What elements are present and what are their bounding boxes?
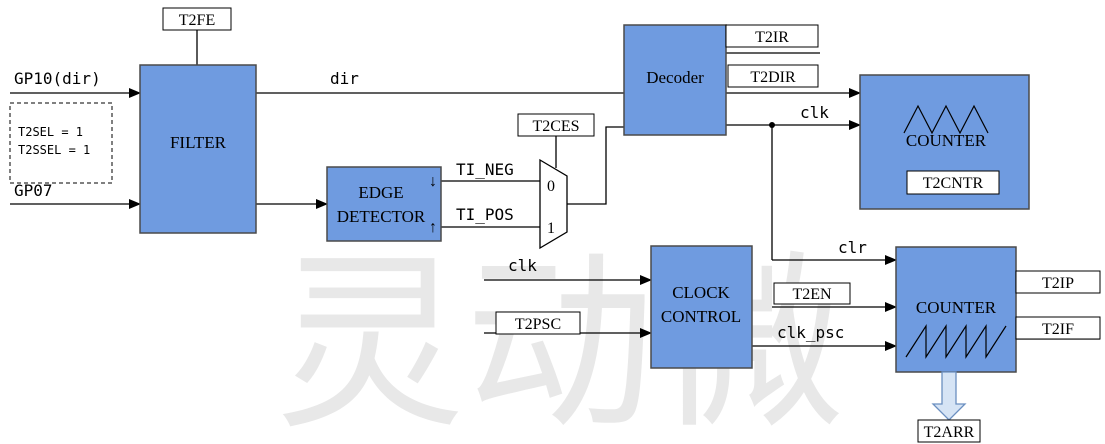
junction-dot	[769, 122, 775, 128]
sawtooth-wave-icon	[905, 323, 1007, 360]
edge-arrows: ↓ ↑	[429, 173, 437, 236]
signal-labels: GP10(dir) GP07 dir clk TI_NEG TI_POS clk…	[14, 69, 867, 342]
rising-edge-arrow-icon: ↑	[429, 219, 437, 236]
triangle-wave-icon	[903, 104, 989, 135]
t2dir-label: T2DIR	[750, 69, 796, 86]
selection-note-box	[9, 102, 113, 184]
t2en-label: T2EN	[792, 286, 832, 303]
gp07-label: GP07	[14, 181, 53, 200]
counter-bottom-label: COUNTER	[916, 298, 997, 317]
clock-control-block	[650, 245, 753, 369]
note-labels: T2SEL = 1 T2SSEL = 1	[18, 125, 90, 157]
mux-input-0-label: 0	[547, 178, 555, 195]
t2ces-box	[517, 113, 595, 137]
blocks	[139, 24, 1030, 373]
mux-input-1-label: 1	[547, 220, 555, 237]
edge-detector-label-line1: EDGE	[358, 183, 403, 202]
t2dir-box	[727, 64, 819, 88]
dir-label: dir	[330, 69, 359, 88]
t2ip-label: T2IP	[1042, 275, 1074, 292]
t2psc-label: T2PSC	[515, 316, 561, 333]
ti-neg-label: TI_NEG	[456, 160, 514, 179]
decoder-label: Decoder	[646, 68, 704, 87]
block-labels: FILTER Decoder EDGE DETECTOR COUNTER CLO…	[170, 68, 997, 326]
note-line-1: T2SEL = 1	[18, 125, 83, 139]
edge-detector-block	[326, 166, 442, 242]
falling-edge-arrow-icon: ↓	[429, 173, 437, 190]
t2cntr-label: T2CNTR	[923, 175, 984, 192]
arrow-lines	[10, 88, 897, 351]
edge-detector-label-line2: DETECTOR	[337, 207, 426, 226]
watermark: 灵动微	[275, 234, 845, 444]
mux-labels: 0 1	[547, 178, 555, 237]
t2ir-label: T2IR	[755, 29, 789, 46]
t2fe-box	[162, 7, 232, 31]
filter-block	[139, 64, 257, 234]
t2fe-label: T2FE	[179, 12, 215, 29]
clk-psc-label: clk_psc	[777, 323, 844, 342]
t2arr-box	[917, 419, 981, 443]
t2ip-box	[1015, 270, 1101, 294]
clr-label: clr	[838, 238, 867, 257]
ti-pos-label: TI_POS	[456, 205, 514, 224]
t2ces-label: T2CES	[532, 118, 579, 135]
t2ir-box	[725, 24, 819, 48]
t2cntr-box	[906, 170, 1000, 195]
clock-control-label-line1: CLOCK	[672, 283, 730, 302]
t2if-label: T2IF	[1042, 321, 1074, 338]
t2if-box	[1015, 316, 1101, 340]
t2en-box	[773, 282, 851, 305]
mux-shape	[539, 158, 568, 250]
down-arrow-icon	[931, 371, 967, 421]
counter-top-label: COUNTER	[906, 131, 987, 150]
register-labels: T2FE T2IR T2DIR T2CES T2CNTR T2EN T2PSC …	[179, 12, 1074, 441]
note-line-2: T2SSEL = 1	[18, 143, 90, 157]
clock-control-label-line2: CONTROL	[661, 307, 741, 326]
filter-label: FILTER	[170, 133, 227, 152]
register-boxes	[162, 7, 1101, 443]
clk-top-label: clk	[800, 103, 829, 122]
decoder-block	[623, 24, 727, 136]
gp10-label: GP10(dir)	[14, 69, 101, 88]
counter-bottom-block	[895, 246, 1017, 373]
t2psc-box	[495, 311, 581, 335]
clk-in-label: clk	[508, 256, 537, 275]
t2arr-label: T2ARR	[924, 424, 975, 441]
